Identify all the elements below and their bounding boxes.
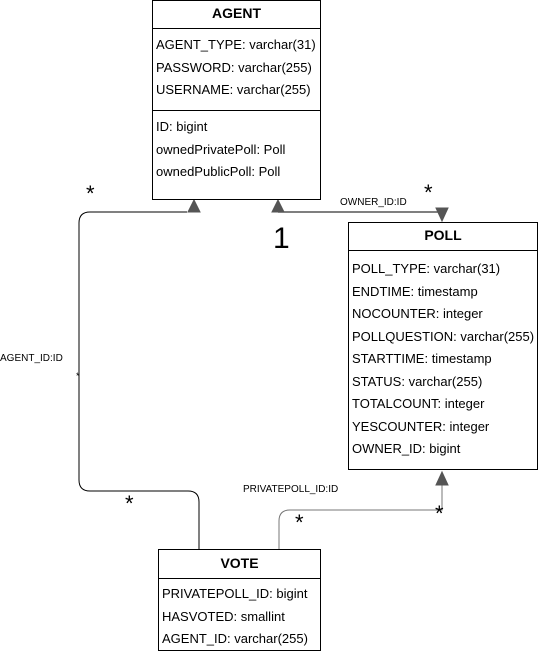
poll-field: POLL_TYPE: varchar(31) [352,261,501,276]
poll-field: YESCOUNTER: integer [352,418,490,434]
poll-entity[interactable]: POLL POLL_TYPE: varchar(31) ENDTIME: tim… [348,222,538,470]
agent-relation: ownedPrivatePoll: Poll [156,141,286,157]
agent-relation: ownedPublicPoll: Poll [156,164,281,179]
agent-field: AGENT_TYPE: varchar(31) [156,37,316,52]
agent-vote-mid-mark: * [76,371,80,381]
owner-link-label: OWNER_ID:ID [340,197,407,208]
privatepoll-connector[interactable] [278,485,443,549]
owner-target-multiplicity: 1 [273,222,290,255]
agent-entity-name: AGENT [153,1,320,29]
owner-arrowhead-agent [271,198,285,213]
owner-arrowhead-poll [435,207,449,223]
poll-field: POLLQUESTION: varchar(255) [352,328,535,344]
agent-field: USERNAME: varchar(255) [156,82,311,97]
vote-field: AGENT_ID: varchar(255) [162,631,308,646]
poll-field: TOTALCOUNT: integer [352,396,485,411]
poll-field: STARTTIME: timestamp [352,351,492,366]
agent-vote-agent-multiplicity: * [86,181,95,206]
poll-field: OWNER_ID: bigint [352,441,461,456]
poll-field: NOCOUNTER: integer [352,306,483,321]
owner-connector[interactable] [278,211,443,220]
vote-field: PRIVATEPOLL_ID: bigint [162,586,308,601]
privatepoll-arrowhead [435,470,449,486]
privatepoll-poll-multiplicity: * [435,501,444,526]
agent-vote-link-label: AGENT_ID:ID [0,353,63,364]
vote-entity[interactable]: VOTE PRIVATEPOLL_ID: bigint HASVOTED: sm… [158,549,321,651]
agent-vote-arrowhead [187,198,201,213]
agent-relation: ID: bigint [156,119,208,134]
vote-entity-name: VOTE [159,550,320,579]
owner-source-multiplicity: * [424,180,433,205]
poll-entity-name: POLL [349,223,537,251]
poll-field: ENDTIME: timestamp [352,283,478,299]
agent-field: PASSWORD: varchar(255) [156,59,312,75]
privatepoll-vote-multiplicity: * [295,510,304,535]
agent-entity[interactable]: AGENT AGENT_TYPE: varchar(31) PASSWORD: … [152,0,321,200]
privatepoll-link-label: PRIVATEPOLL_ID:ID [243,484,339,495]
poll-field: STATUS: varchar(255) [352,373,483,389]
vote-columns: PRIVATEPOLL_ID: bigint HASVOTED: smallin… [159,579,320,650]
poll-columns: POLL_TYPE: varchar(31) ENDTIME: timestam… [349,251,537,466]
agent-relations: ID: bigint ownedPrivatePoll: Poll ownedP… [153,111,320,185]
agent-columns: AGENT_TYPE: varchar(31) PASSWORD: varcha… [153,29,320,111]
vote-field: HASVOTED: smallint [162,608,285,624]
agent-vote-connector[interactable] [78,211,200,549]
agent-vote-vote-multiplicity: * [125,491,134,516]
